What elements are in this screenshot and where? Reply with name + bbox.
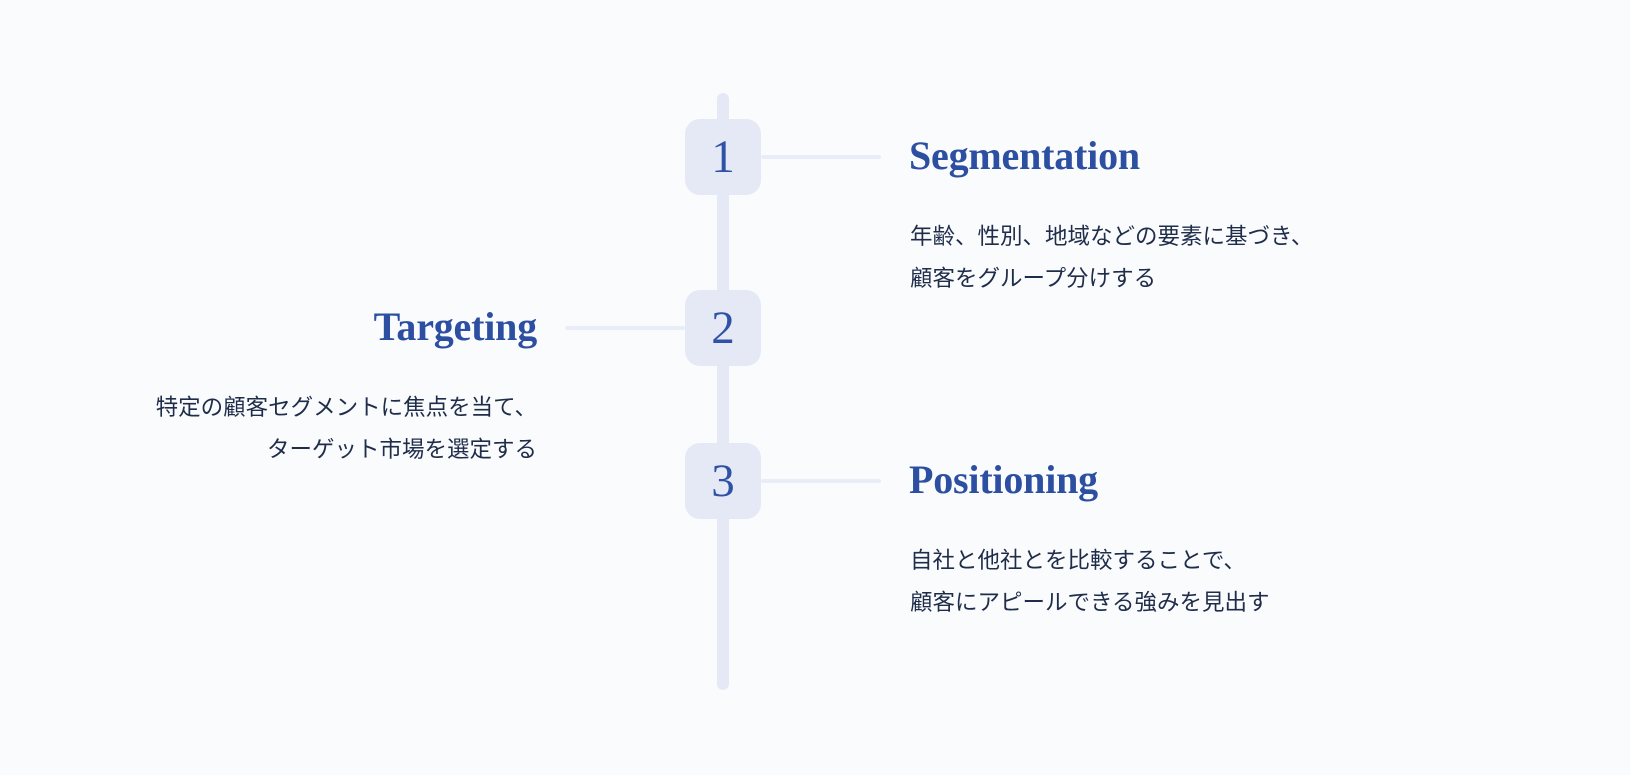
connector-step-3 (761, 479, 881, 483)
step-title-2: Targeting (373, 304, 538, 349)
step-number-badge-1[interactable]: 1 (685, 119, 761, 195)
step-description-3: 自社と他社とを比較することで、 顧客にアピールできる強みを見出す (910, 548, 1270, 615)
step-title-3: Positioning (909, 457, 1098, 502)
connector-step-2 (565, 326, 685, 330)
step-title-1: Segmentation (909, 133, 1140, 178)
step-description-2: 特定の顧客セグメントに焦点を当て、 ターゲット市場を選定する (155, 395, 537, 462)
step-number-badge-3[interactable]: 3 (685, 443, 761, 519)
timeline-spine (717, 93, 729, 690)
connector-step-1 (761, 155, 881, 159)
step-description-1: 年齢、性別、地域などの要素に基づき、 顧客をグループ分けする (910, 224, 1314, 291)
step-number-badge-2[interactable]: 2 (685, 290, 761, 366)
